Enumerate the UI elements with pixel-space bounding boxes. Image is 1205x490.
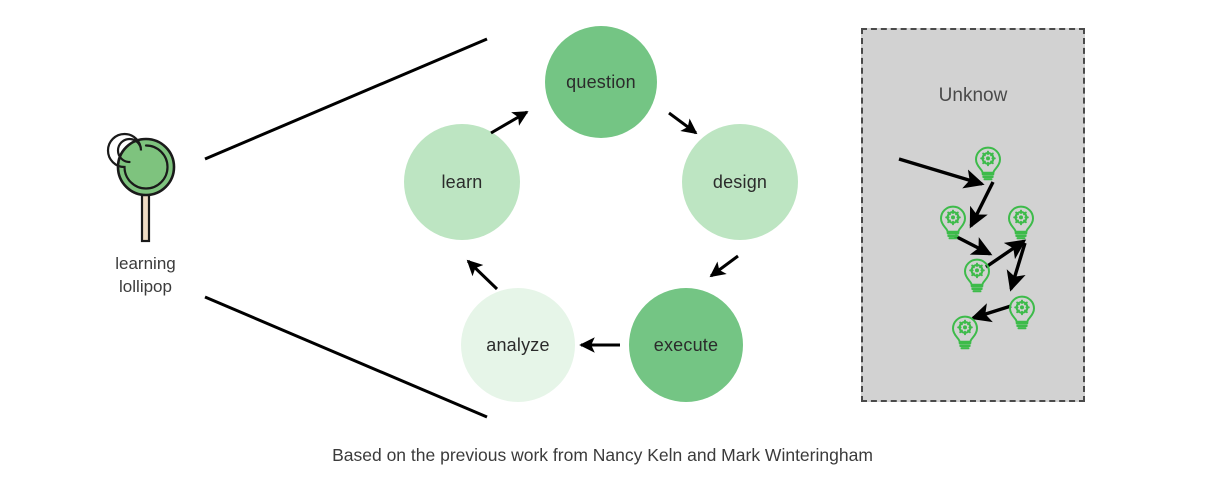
arrow-learn-to-question [490, 110, 529, 135]
bulb-icon-1 [974, 146, 1002, 181]
cycle-node-design-label: design [712, 171, 768, 192]
bulb-icon-6 [951, 315, 979, 350]
bulb-icon-4 [963, 258, 991, 293]
unknown-arrow-4-5 [1006, 242, 1027, 292]
cycle-node-question-label: question [566, 71, 636, 92]
cycle-node-learn[interactable]: learn [404, 124, 520, 240]
cycle-node-analyze-label: analyze [486, 334, 550, 355]
cycle-node-learn-label: learn [441, 171, 483, 192]
unknown-arrow-1-2 [969, 181, 995, 229]
lollipop-label: learning lollipop [78, 252, 213, 298]
connector-bottom-line [204, 295, 488, 419]
cycle-node-execute[interactable]: execute [629, 288, 743, 402]
arrow-design-to-execute [709, 254, 739, 278]
lollipop-label-line2: lollipop [119, 277, 172, 296]
bulb-icon-3 [1007, 205, 1035, 240]
lollipop-label-line1: learning [115, 254, 176, 273]
unknown-arrow-3-4 [985, 239, 1027, 269]
unknown-panel-title: Unknow [938, 85, 1008, 106]
connector-top-line [204, 37, 488, 161]
unknown-arrow-5-6 [970, 303, 1012, 323]
unknown-arrow-2-3 [954, 234, 993, 256]
cycle-node-question[interactable]: question [545, 26, 657, 138]
lollipop-icon [106, 132, 176, 243]
cycle-node-design[interactable]: design [682, 124, 798, 240]
bulb-icon-5 [1008, 295, 1036, 330]
unknown-arrow-entry [898, 157, 985, 189]
caption-text: Based on the previous work from Nancy Ke… [332, 445, 873, 465]
arrow-question-to-design [668, 111, 698, 135]
arrow-analyze-to-learn [466, 259, 499, 291]
unknown-panel: Unknow [861, 28, 1085, 402]
bulb-icon-2 [939, 205, 967, 240]
cycle-node-execute-label: execute [653, 334, 719, 355]
cycle-node-analyze[interactable]: analyze [461, 288, 575, 402]
